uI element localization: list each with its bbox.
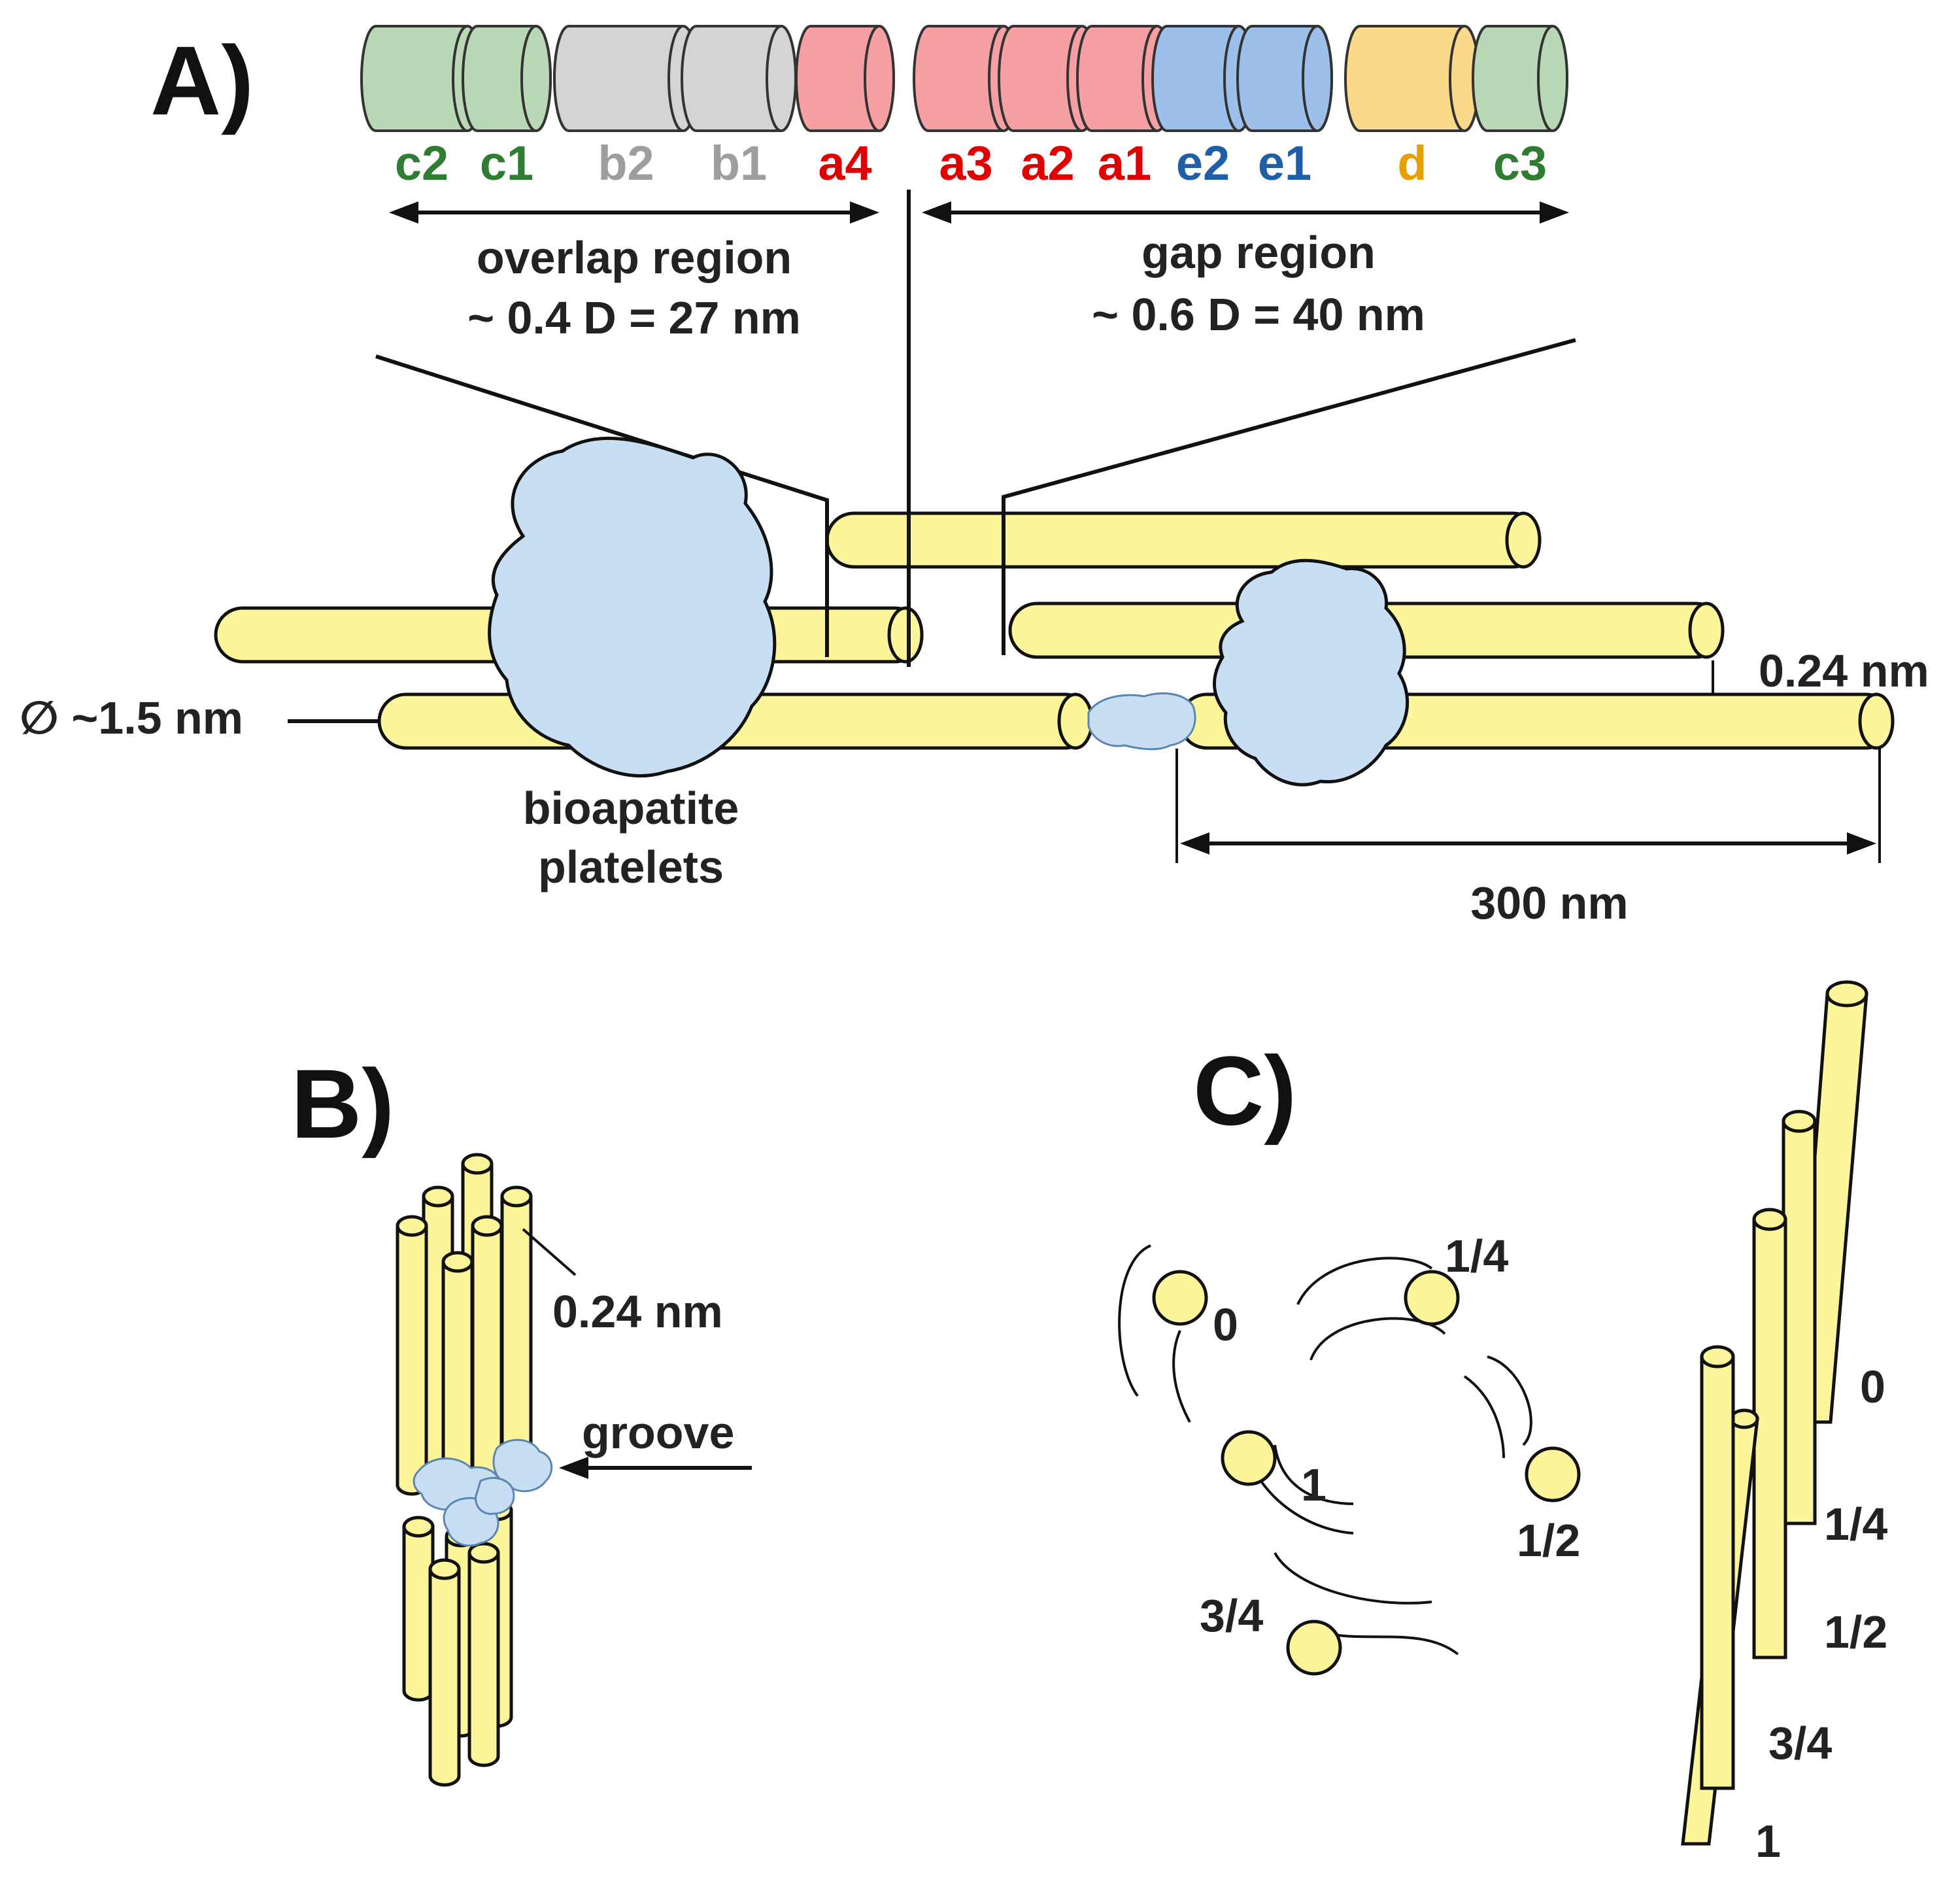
segment-label-a2: a2 [1021, 136, 1074, 190]
bundle-rod [402, 1516, 435, 1702]
panel-label-b: B) [291, 1049, 394, 1159]
segment-cylinder-d [1344, 25, 1480, 132]
segment-label-e1: e1 [1258, 136, 1311, 190]
segment-cylinder-b1 [681, 25, 797, 132]
segment-cylinder-b2 [553, 25, 699, 132]
segment-label-a4: a4 [818, 136, 871, 190]
length-label: 300 nm [1470, 877, 1628, 928]
segment-cylinder-a4 [795, 25, 895, 132]
segment-label-a1: a1 [1098, 136, 1151, 190]
stagger-label-0: 0 [1213, 1299, 1238, 1350]
helix-cross-sections [1152, 1270, 1581, 1676]
bioapatite-platelet-groove [1087, 692, 1196, 751]
segment-label-b2: b2 [598, 136, 654, 190]
stagger-axis-label-1-2: 1/2 [1824, 1606, 1887, 1657]
panel-label-a: A) [150, 25, 254, 135]
stagger-label-1-4: 1/4 [1445, 1231, 1508, 1282]
bundle-rod [500, 1185, 533, 1473]
bundle-rod [396, 1215, 428, 1496]
stagger-axis-label-1-4: 1/4 [1824, 1499, 1887, 1550]
segment-label-row: c2 c1 b2 b1 a4 a3 a2 a1 e2 e1 d c3 [395, 136, 1547, 190]
groove-label: groove [582, 1407, 734, 1458]
gap-region-arrow [922, 201, 1569, 224]
segment-cylinder-e1 [1236, 25, 1333, 132]
overlap-region-size: ~ 0.4 D = 27 nm [467, 292, 801, 343]
gap-region-title: gap region [1141, 227, 1376, 278]
segment-label-a3: a3 [939, 136, 992, 190]
segment-cylinder-c1 [462, 25, 552, 132]
stagger-axis-label-0: 0 [1860, 1361, 1885, 1412]
segment-label-c1: c1 [480, 136, 533, 190]
overlap-region-title: overlap region [477, 232, 792, 283]
diameter-label: ∅ ~1.5 nm [20, 692, 243, 743]
gap-region-size: ~ 0.6 D = 40 nm [1092, 289, 1425, 340]
stagger-axis-label-3-4: 3/4 [1768, 1718, 1832, 1769]
spacing-label-a: 0.24 nm [1759, 645, 1929, 696]
platelets-label-line1: bioapatite [523, 783, 739, 834]
segment-cylinder-row [360, 25, 1568, 132]
bioapatite-platelet-gap [1213, 558, 1410, 787]
overlap-region-arrow [389, 201, 879, 224]
staggered-rod-1-2 [1752, 1208, 1787, 1659]
stagger-label-3-4: 3/4 [1200, 1590, 1263, 1641]
panel-label-c: C) [1193, 1036, 1296, 1146]
groove-platelets [413, 1438, 553, 1547]
spacing-leader-b [522, 1228, 577, 1276]
staggered-rod-1-4 [1782, 1110, 1817, 1525]
platelets-label-line2: platelets [538, 841, 724, 892]
collagen-fibril-top [825, 511, 1542, 569]
segment-label-c3: c3 [1493, 136, 1547, 190]
bioapatite-platelet-large [488, 436, 777, 777]
segment-label-e2: e2 [1176, 136, 1230, 190]
segment-label-c2: c2 [395, 136, 448, 190]
segment-label-d: d [1397, 136, 1427, 190]
staggered-rod-3-4 [1700, 1345, 1735, 1790]
spacing-label-b: 0.24 nm [552, 1286, 723, 1337]
bundle-rod [467, 1542, 500, 1767]
stagger-label-1-2: 1/2 [1517, 1515, 1580, 1566]
length-dimension-arrow [1175, 749, 1881, 863]
bundle-rod [428, 1558, 461, 1787]
stagger-label-1: 1 [1301, 1459, 1326, 1510]
staggered-molecules [1681, 980, 1868, 1846]
stagger-axis-label-1: 1 [1755, 1816, 1781, 1867]
groove-arrow [559, 1457, 752, 1479]
segment-label-b1: b1 [711, 136, 767, 190]
segment-cylinder-c3 [1472, 25, 1568, 132]
